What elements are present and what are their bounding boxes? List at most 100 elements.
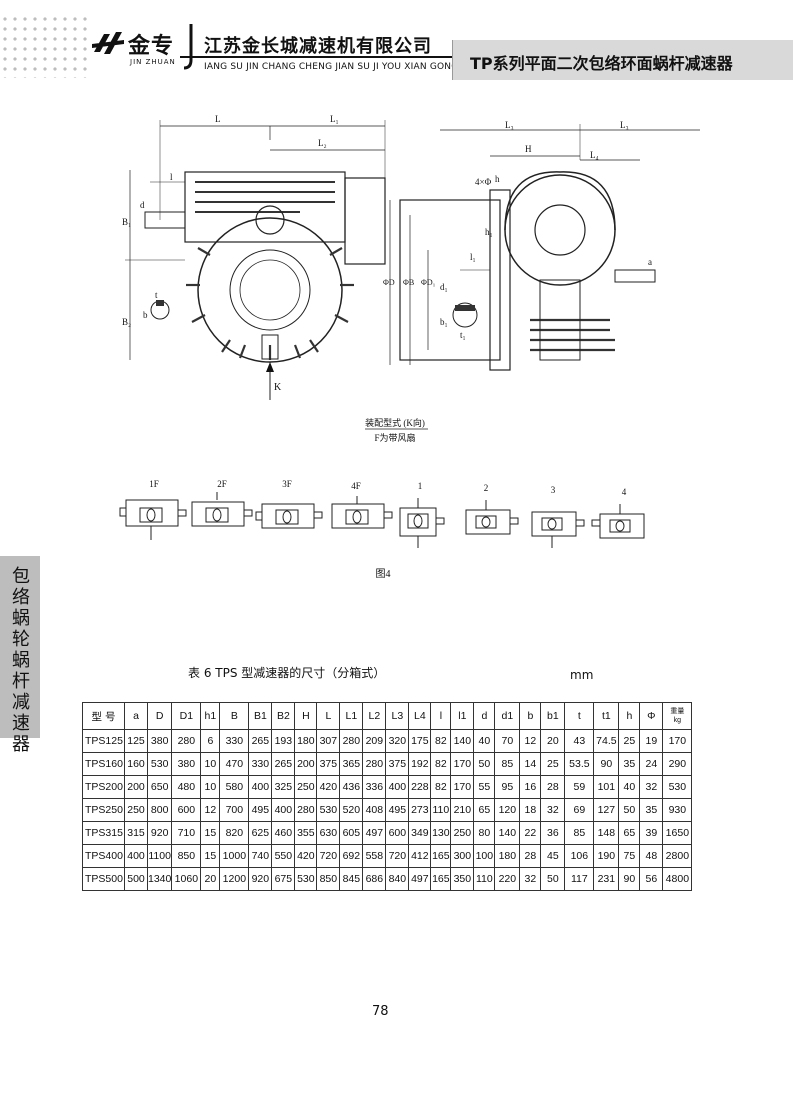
svg-text:L₃: L₃ — [620, 120, 629, 130]
col-header: L3 — [385, 702, 410, 730]
value-cell: 35 — [639, 798, 664, 822]
value-cell: 209 — [362, 729, 387, 753]
fan-note: F为带风扇 — [374, 432, 415, 443]
value-cell: 336 — [362, 775, 387, 799]
col-header: h — [618, 702, 641, 730]
value-cell: 400 — [124, 844, 148, 868]
value-cell: 140 — [494, 821, 521, 845]
col-header: d — [473, 702, 496, 730]
value-cell: 16 — [519, 775, 542, 799]
svg-text:ΦD: ΦD — [383, 278, 395, 287]
value-cell: 692 — [339, 844, 364, 868]
value-cell: 495 — [248, 798, 273, 822]
weight-header: 重量 kg — [662, 702, 693, 730]
value-cell: 192 — [408, 752, 432, 776]
value-cell: 190 — [593, 844, 620, 868]
value-cell: 400 — [271, 798, 296, 822]
value-cell: 10 — [200, 775, 221, 799]
dimension-table: 型 号 a D D1 h1 B B1 B2 H L L1 L2 L3 L4 l … — [82, 702, 693, 891]
value-cell: 550 — [271, 844, 296, 868]
svg-text:ΦD₁: ΦD₁ — [421, 278, 436, 287]
col-header: t — [564, 702, 595, 730]
value-cell: 530 — [294, 867, 318, 891]
value-cell: 558 — [362, 844, 387, 868]
svg-text:4×Φ: 4×Φ — [475, 177, 492, 187]
value-cell: 28 — [519, 844, 542, 868]
value-cell: 520 — [339, 798, 364, 822]
value-cell: 290 — [662, 752, 693, 776]
value-cell: 25 — [540, 752, 566, 776]
value-cell: 127 — [593, 798, 620, 822]
value-cell: 180 — [294, 729, 318, 753]
svg-text:ΦB: ΦB — [403, 278, 414, 287]
unit-label: mm — [570, 668, 594, 682]
model-cell: TPS160 — [82, 752, 125, 776]
value-cell: 110 — [473, 867, 496, 891]
value-cell: 307 — [316, 729, 341, 753]
company-pinyin: IANG SU JIN CHANG CHENG JIAN SU JI YOU X… — [204, 62, 471, 72]
value-cell: 15 — [200, 844, 221, 868]
col-header: D1 — [171, 702, 202, 730]
k-arrow-label: K — [274, 382, 282, 393]
value-cell: 412 — [408, 844, 432, 868]
value-cell: 45 — [540, 844, 566, 868]
value-cell: 625 — [248, 821, 273, 845]
value-cell: 4800 — [662, 867, 693, 891]
svg-text:L₃: L₃ — [505, 120, 514, 130]
value-cell: 65 — [618, 821, 641, 845]
svg-text:b₁: b₁ — [440, 317, 448, 327]
value-cell: 650 — [146, 775, 173, 799]
svg-text:B₁: B₁ — [122, 217, 131, 227]
table-header-row: 型 号 a D D1 h1 B B1 B2 H L L1 L2 L3 L4 l … — [82, 702, 693, 730]
value-cell: 710 — [171, 821, 202, 845]
value-cell: 18 — [519, 798, 542, 822]
col-header: L2 — [362, 702, 387, 730]
value-cell: 920 — [248, 867, 273, 891]
value-cell: 436 — [339, 775, 364, 799]
value-cell: 720 — [385, 844, 410, 868]
j-logo-icon — [183, 24, 193, 70]
page-number: 78 — [372, 1004, 389, 1019]
value-cell: 740 — [248, 844, 273, 868]
mount-4 — [591, 504, 645, 539]
value-cell: 497 — [362, 821, 387, 845]
value-cell: 350 — [450, 867, 475, 891]
value-cell: 117 — [564, 867, 595, 891]
value-cell: 349 — [408, 821, 432, 845]
value-cell: 850 — [316, 867, 341, 891]
col-header: Φ — [639, 702, 664, 730]
svg-text:b: b — [143, 310, 148, 320]
value-cell: 43 — [564, 729, 595, 753]
svg-text:l₁: l₁ — [470, 252, 476, 262]
value-cell: 74.5 — [593, 729, 620, 753]
brand-name: 金专 — [128, 34, 175, 59]
brand-logo-icon — [92, 32, 124, 54]
mount-label-2: 2 — [484, 483, 489, 493]
value-cell: 82 — [430, 729, 452, 753]
value-cell: 20 — [540, 729, 566, 753]
col-header: l — [430, 702, 452, 730]
table-caption: 表 6 TPS 型减速器的尺寸（分箱式） — [188, 666, 386, 680]
svg-text:d₁: d₁ — [440, 282, 448, 292]
value-cell: 495 — [385, 798, 410, 822]
col-header: L1 — [339, 702, 364, 730]
value-cell: 605 — [339, 821, 364, 845]
value-cell: 375 — [385, 752, 410, 776]
assembly-caption: 装配型式 (K向) — [365, 417, 425, 428]
value-cell: 22 — [519, 821, 542, 845]
value-cell: 125 — [124, 729, 148, 753]
value-cell: 265 — [248, 729, 273, 753]
model-cell: TPS125 — [82, 729, 125, 753]
value-cell: 930 — [662, 798, 693, 822]
value-cell: 420 — [316, 775, 341, 799]
value-cell: 500 — [124, 867, 148, 891]
value-cell: 400 — [385, 775, 410, 799]
brand-pinyin: JIN ZHUAN — [130, 58, 176, 66]
value-cell: 265 — [271, 752, 296, 776]
value-cell: 1100 — [146, 844, 173, 868]
value-cell: 200 — [124, 775, 148, 799]
value-cell: 840 — [385, 867, 410, 891]
